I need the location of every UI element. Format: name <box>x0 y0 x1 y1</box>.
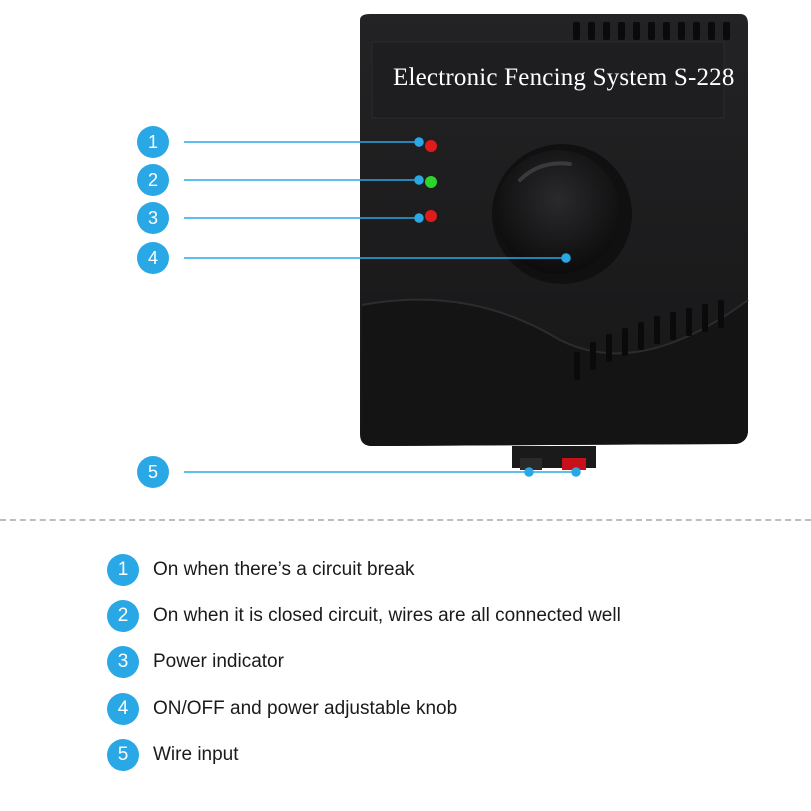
callout-4: 4 <box>137 242 169 274</box>
legend-item-3: 3 Power indicator <box>107 646 284 678</box>
wire-terminal-red <box>562 458 586 470</box>
legend-item-5: 5 Wire input <box>107 739 239 771</box>
legend-text-2: On when it is closed circuit, wires are … <box>153 605 621 626</box>
knob-highlight <box>518 161 572 182</box>
top-vents <box>573 22 730 40</box>
legend-text-5: Wire input <box>153 744 239 765</box>
section-divider <box>0 519 811 521</box>
legend-item-1: 1 On when there’s a circuit break <box>107 554 415 586</box>
led-2-green <box>425 176 437 188</box>
legend-number-5: 5 <box>107 739 139 771</box>
device-title: Electronic Fencing System S-228 <box>393 64 735 91</box>
legend-number-2: 2 <box>107 600 139 632</box>
legend-number-1: 1 <box>107 554 139 586</box>
legend-text-4: ON/OFF and power adjustable knob <box>153 698 458 719</box>
callout-5: 5 <box>137 456 169 488</box>
device-illustration <box>184 14 749 477</box>
callout-lines <box>184 137 581 477</box>
legend-item-4: 4 ON/OFF and power adjustable knob <box>107 693 457 725</box>
led-1-red <box>425 140 437 152</box>
front-panel <box>371 41 725 119</box>
legend-item-2: 2 On when it is closed circuit, wires ar… <box>107 600 621 632</box>
callout-1: 1 <box>137 126 169 158</box>
lower-panel <box>362 299 748 446</box>
knob[interactable] <box>496 150 620 274</box>
legend-text-1: On when there’s a circuit break <box>153 559 415 580</box>
side-vents <box>574 300 724 380</box>
legend-number-3: 3 <box>107 646 139 678</box>
led-3-red <box>425 210 437 222</box>
callout-3: 3 <box>137 202 169 234</box>
lower-panel-edge <box>361 298 749 355</box>
callout-2: 2 <box>137 164 169 196</box>
legend-number-4: 4 <box>107 693 139 725</box>
legend-text-3: Power indicator <box>153 651 284 672</box>
wire-terminal-black <box>520 458 542 470</box>
